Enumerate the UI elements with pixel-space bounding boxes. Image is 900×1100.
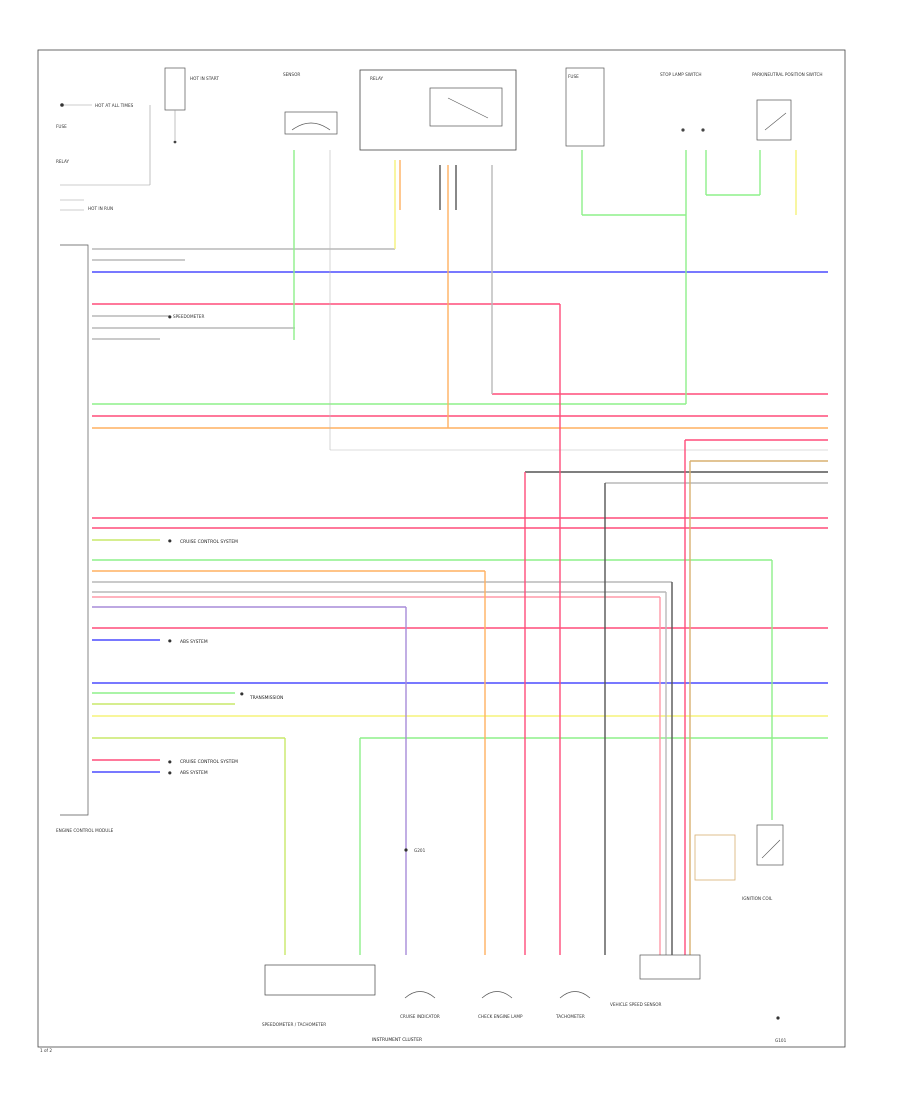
svg-text:HOT AT ALL TIMES: HOT AT ALL TIMES	[95, 103, 134, 108]
svg-text:RELAY: RELAY	[56, 159, 70, 164]
svg-text:HOT IN RUN: HOT IN RUN	[88, 206, 113, 211]
cruise-indicator-lamp: CRUISE INDICATOR	[400, 991, 440, 1019]
svg-text:FUSE: FUSE	[568, 74, 579, 79]
svg-text:●: ●	[168, 638, 172, 643]
svg-text:ABS SYSTEM: ABS SYSTEM	[180, 639, 208, 645]
side-labels: ● SPEEDOMETER ● CRUISE CONTROL SYSTEM ● …	[168, 314, 283, 776]
svg-text:G201: G201	[414, 848, 426, 853]
instrument-cluster-label: INSTRUMENT CLUSTER	[372, 1037, 422, 1043]
svg-text:IGNITION COIL: IGNITION COIL	[742, 896, 773, 901]
svg-text:●: ●	[168, 538, 172, 543]
svg-text:SENSOR: SENSOR	[283, 72, 300, 77]
svg-text:RELAY: RELAY	[370, 76, 384, 81]
svg-text:● SPEEDOMETER: ● SPEEDOMETER	[168, 314, 204, 319]
svg-text:CRUISE CONTROL SYSTEM: CRUISE CONTROL SYSTEM	[180, 759, 238, 765]
svg-text:HOT IN START: HOT IN START	[190, 76, 219, 81]
svg-text:STOP LAMP SWITCH: STOP LAMP SWITCH	[660, 72, 702, 77]
fuse-block-2: FUSE	[565, 67, 605, 147]
right-switch	[756, 824, 784, 866]
tachometer-gauge: TACHOMETER	[555, 991, 591, 1019]
svg-text:SPEEDOMETER / TACHOMETER: SPEEDOMETER / TACHOMETER	[262, 1022, 326, 1027]
svg-text:CHECK ENGINE LAMP: CHECK ENGINE LAMP	[478, 1014, 523, 1019]
svg-text:G101: G101	[775, 1038, 787, 1043]
diagram-frame	[37, 49, 846, 1048]
svg-text:CRUISE INDICATOR: CRUISE INDICATOR	[400, 1014, 440, 1019]
svg-text:CRUISE CONTROL SYSTEM: CRUISE CONTROL SYSTEM	[180, 539, 238, 545]
svg-text:ENGINE CONTROL MODULE: ENGINE CONTROL MODULE	[56, 828, 114, 833]
ground-points: G101 G201	[404, 848, 787, 1043]
sensor-box-1: SENSOR	[283, 72, 338, 135]
neutral-switch: PARK/NEUTRAL POSITION SWITCH	[752, 72, 823, 141]
svg-text:FUSE: FUSE	[56, 124, 67, 129]
brake-switch: STOP LAMP SWITCH	[660, 72, 705, 132]
ignition-coil: IGNITION COIL	[694, 834, 773, 901]
svg-text:VEHICLE SPEED SENSOR: VEHICLE SPEED SENSOR	[610, 1002, 662, 1007]
svg-text:●: ●	[240, 691, 244, 696]
svg-text:PARK/NEUTRAL POSITION SWITCH: PARK/NEUTRAL POSITION SWITCH	[752, 72, 823, 77]
check-engine-lamp: CHECK ENGINE LAMP	[478, 991, 523, 1019]
page-number: 1 of 2	[40, 1048, 52, 1053]
svg-text:●: ●	[168, 770, 172, 775]
horizontal-wires	[92, 248, 828, 773]
top-left-fuse: HOT AT ALL TIMES FUSE RELAY HOT IN RUN	[56, 103, 151, 211]
ecm-module: ENGINE CONTROL MODULE	[56, 244, 114, 833]
svg-text:●: ●	[168, 759, 172, 764]
svg-text:INSTRUMENT CLUSTER: INSTRUMENT CLUSTER	[372, 1037, 422, 1043]
speedo-tach-gauge: SPEEDOMETER / TACHOMETER	[262, 964, 376, 1027]
fuse-block-1: HOT IN START	[164, 67, 219, 144]
vertical-wires	[284, 150, 797, 955]
relay-box: RELAY	[359, 69, 517, 151]
vehicle-speed-sensor-block: VEHICLE SPEED SENSOR	[610, 954, 701, 1007]
svg-text:ABS SYSTEM: ABS SYSTEM	[180, 770, 208, 776]
svg-text:TRANSMISSION: TRANSMISSION	[249, 695, 283, 701]
svg-text:TACHOMETER: TACHOMETER	[555, 1014, 585, 1019]
